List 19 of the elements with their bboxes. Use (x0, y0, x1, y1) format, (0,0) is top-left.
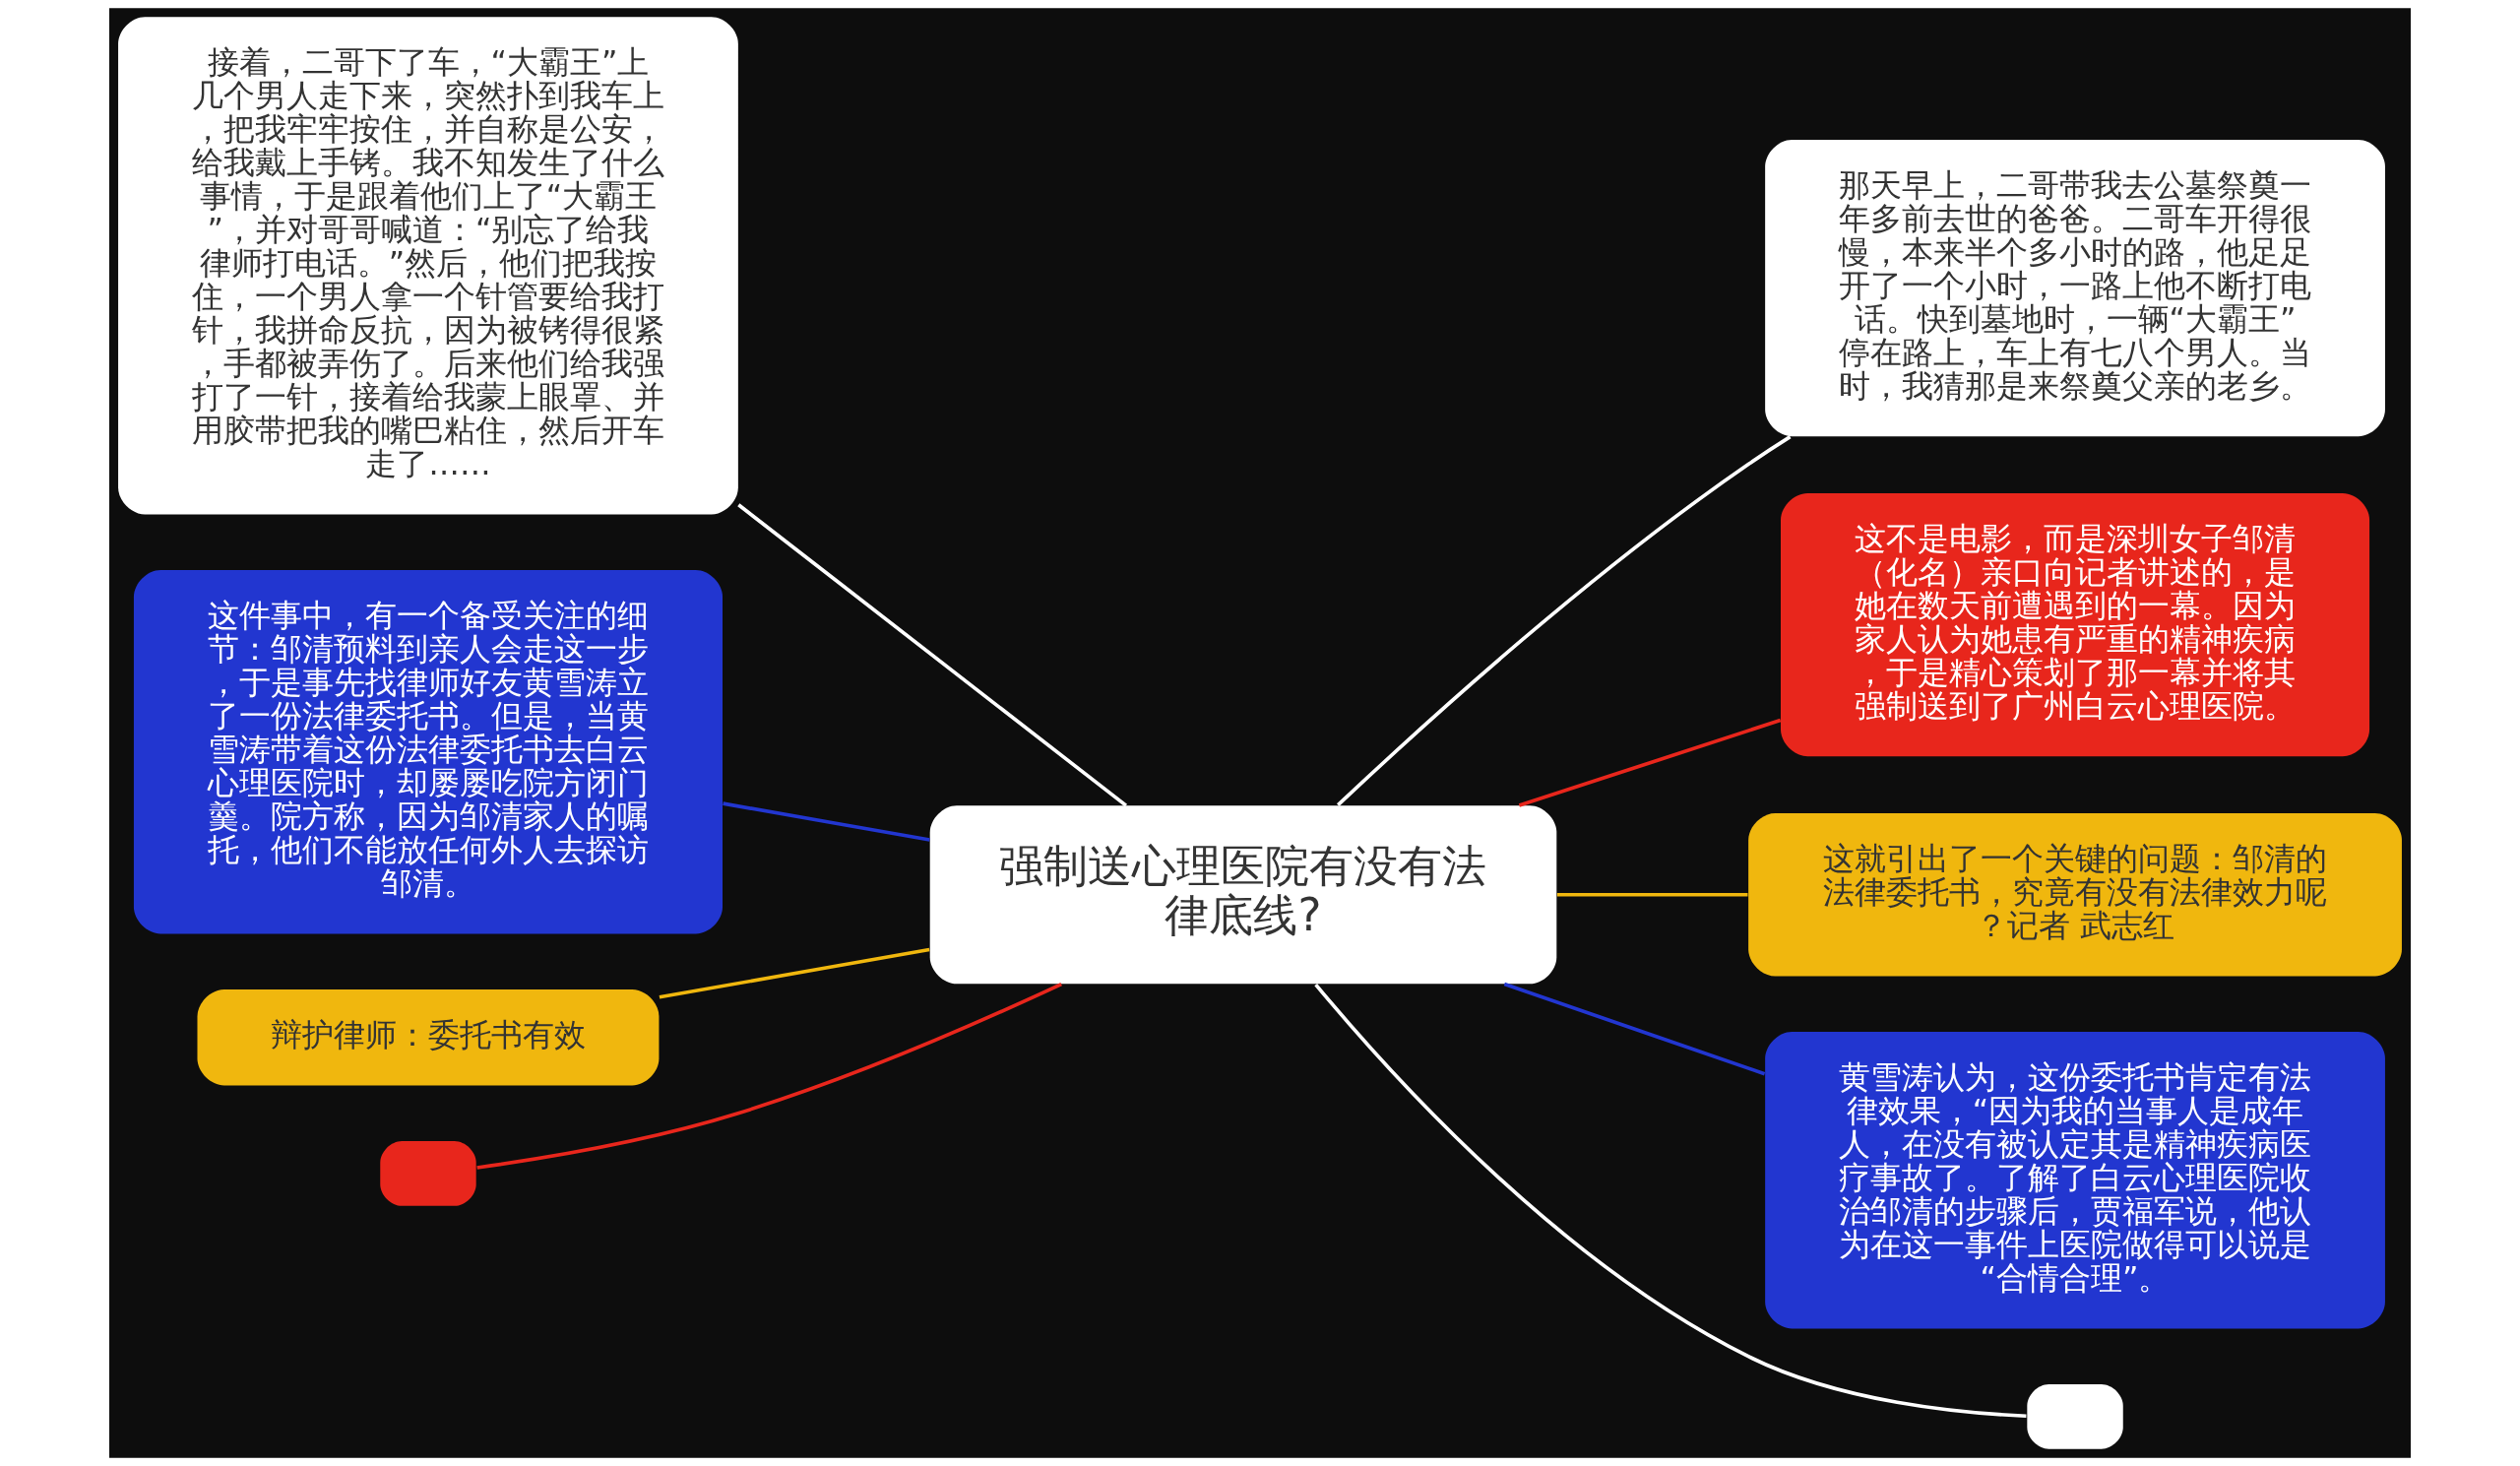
node-box: 这不是电影，而是深圳女子邹清（化名）亲口向记者讲述的，是她在数天前遭遇到的一幕。因为家人认为她患有严重的精神疾病，于是精心策划了那一幕并将其强制送到了广州白云心理医院。 (1781, 492, 2370, 757)
connector (723, 801, 930, 842)
connector (659, 947, 930, 999)
connector (1556, 892, 1748, 897)
node-box: 这就引出了一个关键的问题：邹清的法律委托书，究竟有没有法律效力呢？记者 武志红 (1748, 813, 2402, 977)
node-box: 接着，二哥下了车，“大霸王”上几个男人走下来，突然扑到我车上，把我牢牢按住，并自称是公安，给我戴上手铐。我不知发生了什么事情，于是跟着他们上了“大霸王”，并对哥哥喊道：“别忘了给我律师打电话。”然后，他们把我按住，一个男人拿一个针管要给我打针，我拼命反抗，因为被铐得很紧，手都被弄伤了。后来他们给我强打了一针，接着给我蒙上眼罩、并用胶带把我的嘴巴粘住，然后开车走了…… (118, 17, 738, 515)
node-box (380, 1141, 476, 1206)
connector (1518, 718, 1782, 807)
node-box: 那天早上，二哥带我去公墓祭奠一年多前去世的爸爸。二哥车开得很慢，本来半个多小时的路，他足足开了一个小时，一路上他不断打电话。快到墓地时，一辆“大霸王”停在路上，车上有七八个男人。当时，我猜那是来祭奠父亲的老乡。 (1765, 139, 2385, 437)
node-box: 黄雪涛认为，这份委托书肯定有法律效果，“因为我的当事人是成年人，在没有被认定其是精神疾病医疗事故了。了解了白云心理医院收治邹清的步骤后，贾福军说，他认为在这一事件上医院做得可以说是“合情合理”。 (1765, 1032, 2385, 1329)
connector (1314, 983, 2027, 1418)
node-box: 强制送心理医院有没有法律底线? (929, 805, 1557, 985)
node-box: 这件事中，有一个备受关注的细节：邹清预料到亲人会走这一步，于是事先找律师好友黄雪涛立了一份法律委托书。但是，当黄雪涛带着这份法律委托书去白云心理医院时，却屡屡吃院方闭门羹。院方称，因为邹清家人的嘱托，他们不能放任何外人去探访邹清。 (133, 570, 723, 934)
connector (1503, 982, 1766, 1076)
node-box: 辩护律师：委托书有效 (197, 989, 660, 1086)
connector (476, 982, 1062, 1170)
node-box (2027, 1384, 2123, 1449)
connector (1337, 435, 1792, 806)
connector (737, 503, 1128, 807)
